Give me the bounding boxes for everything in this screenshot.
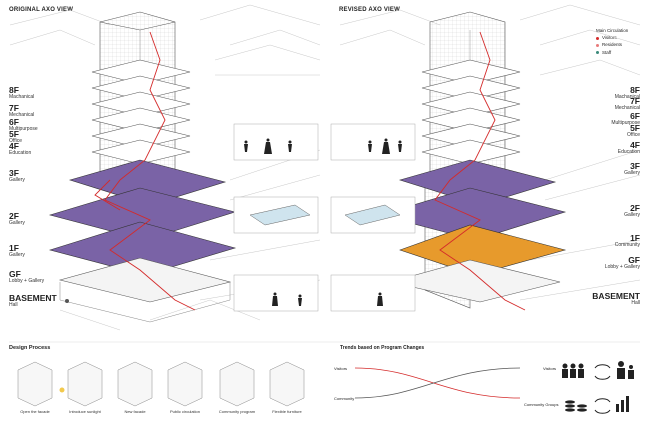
legend-item-visitors: Visitors [596,34,628,41]
cycle-arrows-icon [594,364,611,414]
red-dot-icon [596,36,599,40]
design-process-title: Design Process [9,345,51,351]
original-axo-title: ORIGINAL AXO VIEW [9,7,74,13]
scene-panels-right [330,123,416,312]
trends-title: Trends based on Program Changes [340,345,425,351]
design-process-diagrams [17,361,305,407]
trend-label-community: Community [334,396,355,401]
pink-dot-icon [596,43,599,47]
legend-item-staff: Staff [596,49,628,56]
teal-dot-icon [596,50,599,54]
legend-item-residents: Residents [596,41,628,48]
step-caption: Introduce sunlight [69,409,101,414]
circulation-legend: Main Circulation Visitors Residents Staf… [596,27,628,56]
people-figures-left [244,138,302,306]
gallery-scene [249,204,311,226]
step-caption: New facade [124,409,146,414]
sun-icon [59,387,65,393]
icon-label-visitors: Visitors [543,366,557,371]
revised-tower [378,11,567,311]
trend-label-visitors: Visitors [334,366,348,371]
revised-axo-title: REVISED AXO VIEW [339,7,400,13]
legend-title: Main Circulation [596,28,629,33]
context-buildings-right [339,4,641,301]
step-caption: Public circulation [169,409,200,414]
trend-icons [562,361,634,412]
original-tower [48,11,237,323]
icon-label-community-groups: Community Groups [524,402,559,407]
step-caption: Flexible furniture [272,409,302,414]
gallery-scene-revised [344,204,401,226]
people-figures-right [368,138,402,306]
step-caption: Open the facade [20,409,50,414]
trend-curves [354,367,521,399]
step-caption: Community program [218,409,256,414]
scene-panels-left [233,123,319,312]
